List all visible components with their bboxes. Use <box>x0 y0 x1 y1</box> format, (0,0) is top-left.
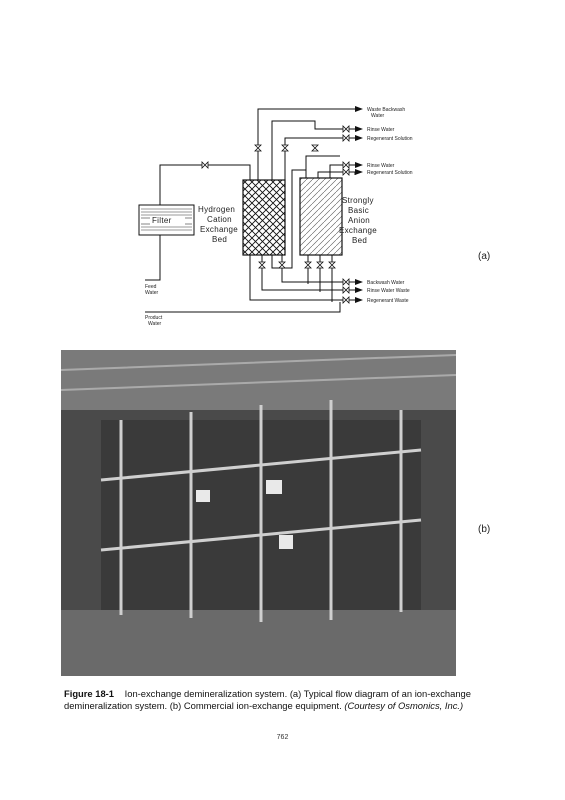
figure-caption: Figure 18-1 Ion-exchange demineralizatio… <box>64 688 514 712</box>
equipment-photo-illustration <box>61 350 456 676</box>
product-water-label: Product <box>145 315 163 321</box>
stream-label-regenerant-waste: Regenerant Waste <box>367 298 409 304</box>
figure-number: Figure 18-1 <box>64 688 115 699</box>
anion-bed-label-line: Basic <box>348 206 369 215</box>
stream-label-rinse-water: Rinse Water <box>367 127 395 133</box>
stream-label-regenerant-solution: Regenerant Solution <box>367 170 413 176</box>
filter-label: Filter <box>152 216 172 225</box>
stream-label-backwash-waste: Waste Backwash <box>367 107 405 113</box>
panel-label-b: (b) <box>478 524 491 535</box>
stream-label-rinse-water-waste: Rinse Water Waste <box>367 288 410 294</box>
anion-exchange-bed <box>299 177 343 256</box>
svg-text:Waste Backwash Water: Waste Backwash Water <box>367 107 407 119</box>
cation-exchange-bed <box>242 179 286 256</box>
feed-water-label: Water <box>145 290 158 296</box>
anion-bed-label-line: Bed <box>352 236 367 245</box>
svg-text:Product Water: Product Water <box>145 315 164 327</box>
svg-text:Hydrogen Cation Exchan: Hydrogen Cation Exchange Bed <box>198 205 241 244</box>
svg-text:Feed Water: Feed Water <box>145 284 158 296</box>
svg-text:Strongly Basic Anion: Strongly Basic Anion Exchange Bed <box>339 196 380 245</box>
stream-label-regenerant-solution: Regenerant Solution <box>367 136 413 142</box>
panel-label-a: (a) <box>478 251 491 262</box>
anion-bed-label-line: Anion <box>348 216 370 225</box>
page-number: 762 <box>276 734 289 741</box>
cation-bed-label-line: Hydrogen <box>198 205 235 214</box>
product-water-label: Water <box>148 321 161 327</box>
anion-bed-label-line: Strongly <box>342 196 374 205</box>
stream-label-backwash-water: Backwash Water <box>367 280 405 286</box>
caption-credit: (Courtesy of Osmonics, Inc.) <box>344 700 464 711</box>
ion-exchange-flow-diagram: Filter Hydrogen Cation Exchange Bed Stro… <box>138 106 413 327</box>
anion-bed-label-line: Exchange <box>339 226 377 235</box>
stream-label-backwash-waste: Water <box>371 113 384 119</box>
cation-bed-label-line: Exchange <box>200 225 238 234</box>
cation-bed-label-line: Bed <box>212 235 227 244</box>
caption-text: Ion-exchange demineralization system. (a… <box>64 688 471 711</box>
stream-label-rinse-water: Rinse Water <box>367 163 395 169</box>
equipment-photo <box>61 350 456 676</box>
cation-bed-label-line: Cation <box>207 215 232 224</box>
feed-water-label: Feed <box>145 284 157 290</box>
